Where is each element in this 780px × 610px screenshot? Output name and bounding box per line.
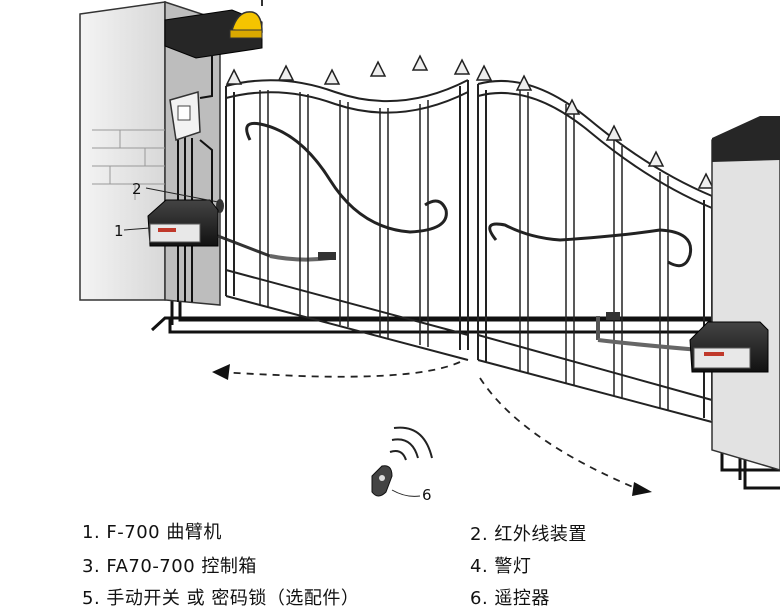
- control-box: [169, 91, 201, 141]
- left-gate-leaf: [225, 79, 469, 361]
- callout-1: 1: [114, 222, 124, 240]
- right-pillar: [711, 116, 780, 471]
- signal-waves-icon: [389, 426, 433, 461]
- left-gate-operator: [147, 199, 336, 262]
- cable-trench: [150, 300, 780, 490]
- legend-item-3: 3. FA70-700 控制箱: [82, 556, 257, 577]
- right-gate-operator: [596, 312, 769, 373]
- callout-2: 2: [132, 180, 142, 198]
- swing-arrows: [219, 361, 641, 491]
- warning-lamp-icon: [229, 0, 263, 39]
- legend-item-1: 1. F-700 曲臂机: [82, 522, 222, 543]
- callout-6: 6: [422, 486, 432, 500]
- legend-item-2: 2. 红外线装置: [470, 524, 587, 545]
- legend-item-5: 5. 手动开关 或 密码锁（选配件）: [82, 588, 360, 609]
- left-gate-spikes: [225, 54, 471, 85]
- gate-diagram: 2 1 6: [79, 0, 780, 500]
- arrow-left-icon: [212, 364, 230, 380]
- legend-item-4: 4. 警灯: [470, 556, 532, 577]
- right-gate-spikes: [475, 64, 715, 189]
- arrow-right-icon: [632, 482, 652, 496]
- right-gate-leaf: [477, 80, 713, 423]
- legend: 1. F-700 曲臂机 2. 红外线装置 3. FA70-700 控制箱 4.…: [0, 500, 780, 609]
- callout-leaders: [123, 187, 421, 497]
- remote-control-icon: [371, 465, 393, 497]
- legend-item-6: 6. 遥控器: [470, 588, 550, 609]
